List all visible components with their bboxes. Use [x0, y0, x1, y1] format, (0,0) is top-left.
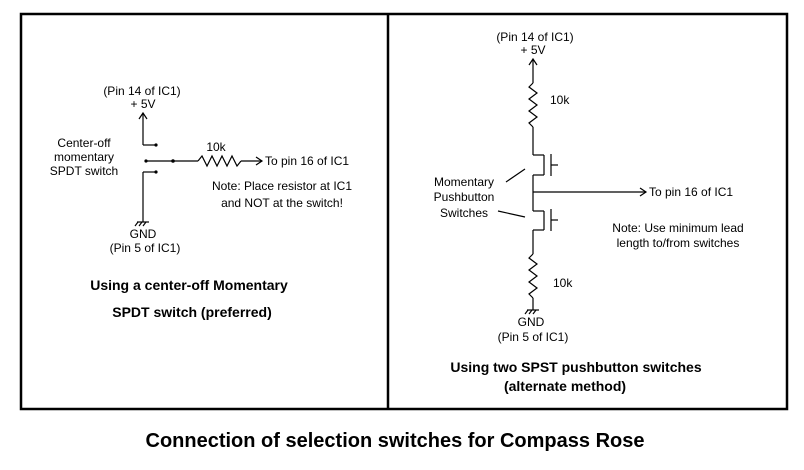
right-vcc-pin-label: (Pin 14 of IC1) [496, 30, 573, 44]
left-output-arrow-icon [255, 156, 264, 166]
pushbutton-label-line2: Pushbutton [434, 190, 495, 204]
pointer-line-lower [497, 210, 526, 218]
right-top-resistor-label: 10k [550, 93, 570, 107]
right-gnd-label: GND [518, 315, 545, 329]
left-gnd-label: GND [130, 227, 157, 241]
left-note-line2: and NOT at the switch! [221, 196, 343, 210]
diagram-title: Connection of selection switches for Com… [146, 430, 645, 452]
right-panel: (Pin 14 of IC1) + 5V 10k To pin 16 of IC… [434, 30, 744, 394]
left-output-label: To pin 16 of IC1 [265, 154, 349, 168]
left-caption-line2: SPDT switch (preferred) [112, 304, 271, 320]
pushbutton-label-line1: Momentary [434, 175, 494, 189]
left-vcc-pin-label: (Pin 14 of IC1) [103, 84, 180, 98]
right-output-label: To pin 16 of IC1 [649, 185, 733, 199]
switch-label-line1: Center-off [57, 136, 111, 150]
pushbutton-label-line3: Switches [440, 206, 488, 220]
switch-label-line2: momentary [54, 150, 114, 164]
left-resistor-icon [197, 154, 242, 168]
left-resistor-label: 10k [206, 140, 226, 154]
left-note-line1: Note: Place resistor at IC1 [212, 179, 352, 193]
left-vcc-label: + 5V [130, 97, 155, 111]
right-vcc-arrow-icon [528, 57, 538, 83]
left-caption-line1: Using a center-off Momentary [90, 277, 288, 293]
switch-label-line3: SPDT switch [50, 164, 118, 178]
spdt-switch-icon [144, 159, 175, 163]
right-note-line1: Note: Use minimum lead [612, 221, 743, 235]
left-panel: (Pin 14 of IC1) + 5V 10k To pin 16 of IC… [50, 84, 353, 320]
upper-pushbutton-icon [543, 154, 558, 176]
left-vcc-arrow-icon [138, 111, 148, 145]
right-bottom-resistor-icon [528, 253, 538, 299]
right-bottom-resistor-label: 10k [553, 276, 573, 290]
right-top-resistor-icon [528, 82, 538, 128]
right-caption-line1: Using two SPST pushbutton switches [450, 359, 701, 375]
right-gnd-pin-label: (Pin 5 of IC1) [498, 330, 569, 344]
pointer-line-upper [505, 168, 526, 183]
lower-pushbutton-icon [543, 209, 558, 231]
left-gnd-pin-label: (Pin 5 of IC1) [110, 241, 181, 255]
right-ground-icon [524, 309, 539, 315]
right-caption-line2: (alternate method) [504, 378, 626, 394]
right-output-arrow-icon [639, 187, 648, 197]
diagram-frame [19, 12, 789, 411]
left-ground-icon [134, 221, 149, 227]
right-vcc-label: + 5V [520, 43, 545, 57]
right-note-line2: length to/from switches [617, 236, 740, 250]
